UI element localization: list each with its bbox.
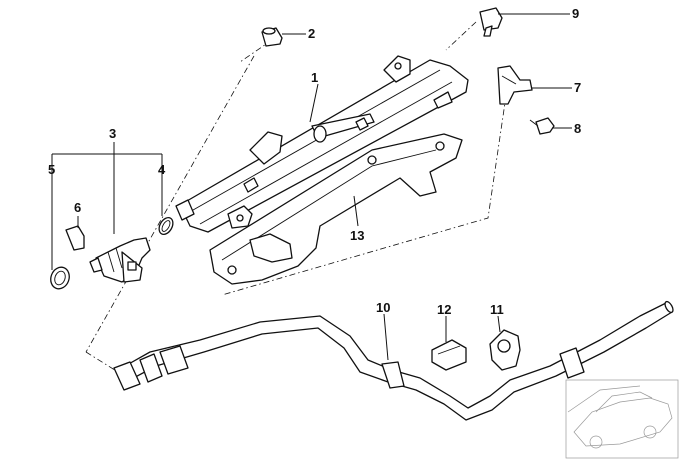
injector-part <box>89 237 151 283</box>
callout-5: 5 <box>48 162 55 177</box>
callout-1: 1 <box>311 70 318 85</box>
callout-labels: 1 2 3 4 5 6 7 8 9 10 11 12 13 <box>48 6 581 317</box>
bracket-part <box>209 133 463 285</box>
callout-4: 4 <box>158 162 166 177</box>
fuel-hose-part <box>113 300 674 421</box>
bolt-part <box>479 7 503 37</box>
callout-11: 11 <box>490 302 504 317</box>
callout-13: 13 <box>350 228 364 243</box>
cap-nut-part <box>261 27 283 47</box>
clip-part <box>497 65 533 105</box>
callout-2: 2 <box>308 26 315 41</box>
callout-8: 8 <box>574 121 581 136</box>
callout-7: 7 <box>574 80 581 95</box>
callout-6: 6 <box>74 200 81 215</box>
callout-12: 12 <box>437 302 451 317</box>
vehicle-thumbnail <box>565 379 679 459</box>
fuel-rail-part <box>175 55 469 233</box>
screw-part <box>529 117 555 135</box>
leader-lines <box>51 13 572 361</box>
o-ring-lower-part <box>50 266 70 290</box>
o-ring-upper-part <box>158 216 174 236</box>
callout-9: 9 <box>572 6 579 21</box>
callout-3: 3 <box>109 126 116 141</box>
assembly-boundary <box>85 21 507 373</box>
hose-clamp-part <box>431 339 467 371</box>
hose-holder-part <box>489 329 521 371</box>
retaining-clip-part <box>65 225 85 251</box>
callout-10: 10 <box>376 300 390 315</box>
